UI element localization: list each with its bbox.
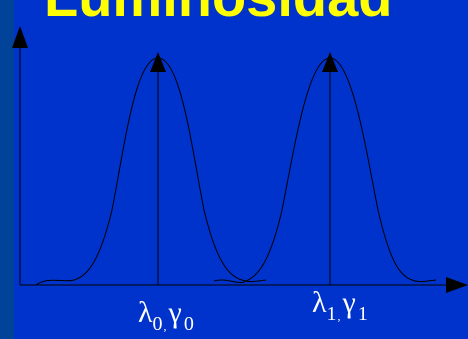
horizontal-axis-arrowhead [446,277,468,293]
peak-label-0-gamma: γ [168,296,182,329]
peak-label-0-separator: , [164,319,167,333]
left-stripe [0,0,14,339]
peak-marker-0-arrowhead [150,52,166,72]
peak-label-0-gamma-subscript: 0 [184,313,194,335]
slide-title: Luminosidad [44,0,392,25]
peak-curve-1 [213,57,437,284]
peak-label-0-lambda: λ [138,296,153,329]
peak-label-1-lambda-subscript: 1 [327,303,337,325]
vertical-axis-arrowhead [12,26,28,48]
peak-label-0-lambda-subscript: 0 [153,313,163,335]
peak-label-1-lambda: λ [312,286,327,319]
peak-label-1-separator: , [338,309,341,323]
peak-curve-0 [35,57,267,286]
peak-marker-1-arrowhead [322,52,338,72]
peak-label-1-gamma-subscript: 1 [358,303,368,325]
peak-label-1-gamma: γ [342,286,356,319]
